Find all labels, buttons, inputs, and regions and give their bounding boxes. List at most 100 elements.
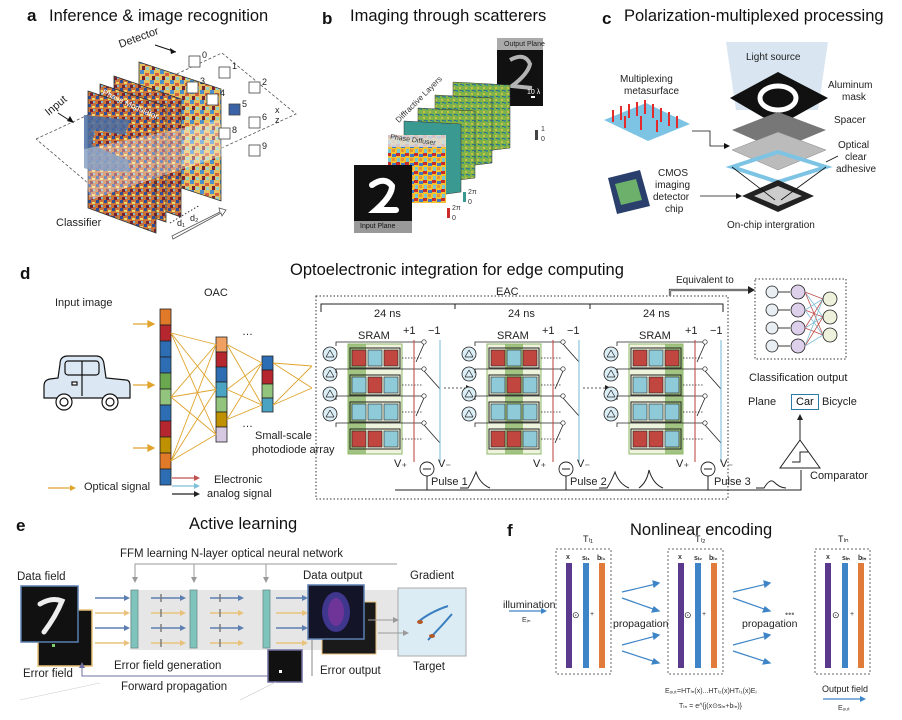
gradient-image: [397, 587, 467, 657]
pulse-waveform: [638, 469, 664, 489]
block-2-s: sₗ₂: [694, 555, 703, 562]
switch-arm: [562, 397, 580, 417]
mask-pattern: [757, 83, 799, 113]
sram-cell: [351, 430, 367, 448]
sram-cell: [648, 376, 664, 394]
input-digit-shape: [84, 115, 130, 172]
plus-one-3: +1: [685, 325, 698, 337]
oac-ellipsis-bottom: …: [242, 418, 253, 430]
metasurface-sample: [604, 103, 690, 141]
small-scale-label-1: Small-scale: [255, 430, 312, 442]
nn-output-node: [822, 291, 838, 307]
forward-propagation-path: [81, 666, 268, 677]
minus-one-3: −1: [710, 325, 723, 337]
intensity-colorbar: [535, 130, 538, 140]
panel-letter-b: b: [322, 9, 333, 28]
data-output-label: Data output: [303, 570, 363, 582]
pulse-3-label: Pulse 3: [714, 476, 751, 488]
oac-connection: [226, 344, 263, 364]
phase-colorbar-1: [463, 192, 466, 202]
sram-cell: [367, 376, 383, 394]
minus-one-1: −1: [428, 325, 441, 337]
data-field-label: Data field: [17, 571, 66, 583]
sram-cell: [490, 430, 506, 448]
block-1-x: x: [566, 554, 570, 561]
oac-label: OAC: [204, 287, 228, 299]
photodiode-icon: [603, 386, 619, 402]
detector-digit-8: 8: [232, 125, 238, 135]
gradient-label: Gradient: [410, 570, 455, 582]
panel-title-d: Optoelectronic integration for edge comp…: [290, 261, 624, 279]
intensity-max-label: 1: [541, 126, 545, 133]
oac-connection: [170, 434, 217, 462]
encoding-block: [814, 548, 871, 675]
sram-row: [488, 347, 540, 369]
equivalent-neural-network: [765, 284, 838, 354]
aluminum-label-2: mask: [842, 92, 866, 103]
switch-arm: [704, 424, 722, 444]
block-n-s: sₗₙ: [842, 555, 850, 562]
sram-row: [349, 428, 401, 450]
detector-8: [218, 127, 231, 140]
input-bar-x: [678, 563, 684, 668]
oac-connection: [170, 332, 217, 435]
detector-digit-6: 6: [262, 112, 268, 122]
sram-cell: [632, 430, 648, 448]
target-label: Target: [413, 661, 445, 673]
sram-active-column: [505, 344, 523, 454]
block-1-odot: ⊙: [572, 610, 580, 620]
oac-connection: [226, 404, 263, 420]
cmos-label-2: imaging: [655, 180, 691, 191]
encoding-block: [667, 548, 724, 675]
sram-cell: [522, 376, 538, 394]
intensity-min-label: 0: [541, 136, 545, 143]
small-scale-label-2: photodiode array: [252, 444, 335, 456]
ffm-bracket: [134, 563, 397, 582]
metasurface-pillars: [612, 100, 678, 132]
time-slot-3-duration: 24 ns: [643, 308, 670, 320]
block-n-odot: ⊙: [832, 610, 840, 620]
e-out-label: Eₒᵤₜ: [838, 705, 851, 712]
switch-arm: [704, 370, 722, 390]
class-car-selected: Car: [791, 394, 819, 410]
sram-row: [630, 401, 682, 423]
block-1-s: sₗ₁: [582, 555, 590, 562]
sram-cell: [648, 349, 664, 367]
panel-letter-d: d: [20, 264, 31, 283]
photodiode-icon: [322, 366, 338, 382]
oac-ellipsis-top: …: [242, 326, 253, 338]
nn-output-node: [822, 309, 838, 325]
block-n-b: bₗₙ: [858, 555, 867, 562]
class-plane: Plane: [748, 396, 777, 408]
panel-letter-c: c: [602, 9, 612, 28]
equivalent-arrow: [748, 286, 755, 294]
photodiode-icon: [461, 346, 477, 362]
sram-cell: [632, 376, 648, 394]
comparator-label: Comparator: [810, 470, 869, 482]
panel-letter-e: e: [16, 516, 26, 535]
legend-optical-label: Optical signal: [84, 481, 151, 493]
phase-max-label-1: 2π: [468, 189, 477, 196]
propagation-arrows-2: [732, 580, 772, 665]
continuation-dots: •••: [785, 609, 795, 619]
panel-title-b: Imaging through scatterers: [350, 7, 547, 25]
phase-min-label-1: 0: [468, 199, 472, 206]
switch-arm: [696, 343, 706, 363]
block-2-b: bₗ₂: [709, 555, 718, 562]
time-slot-1-duration: 24 ns: [374, 308, 401, 320]
sram-cell: [664, 403, 680, 421]
photodiode-icon: [322, 406, 338, 422]
detector-digit-5: 5: [242, 99, 248, 109]
oac-connection: [170, 389, 217, 398]
v-plus-3: V₊: [676, 458, 690, 470]
block-1-plus: +: [590, 611, 595, 618]
v-plus-2: V₊: [533, 458, 547, 470]
light-source-label: Light source: [746, 52, 801, 63]
detector-digit-4: 4: [220, 88, 226, 98]
network-layer-2: [189, 589, 198, 649]
nn-connection: [804, 316, 824, 347]
minus-one-2: −1: [567, 325, 580, 337]
output-plane-label: Output Plane: [504, 41, 545, 48]
